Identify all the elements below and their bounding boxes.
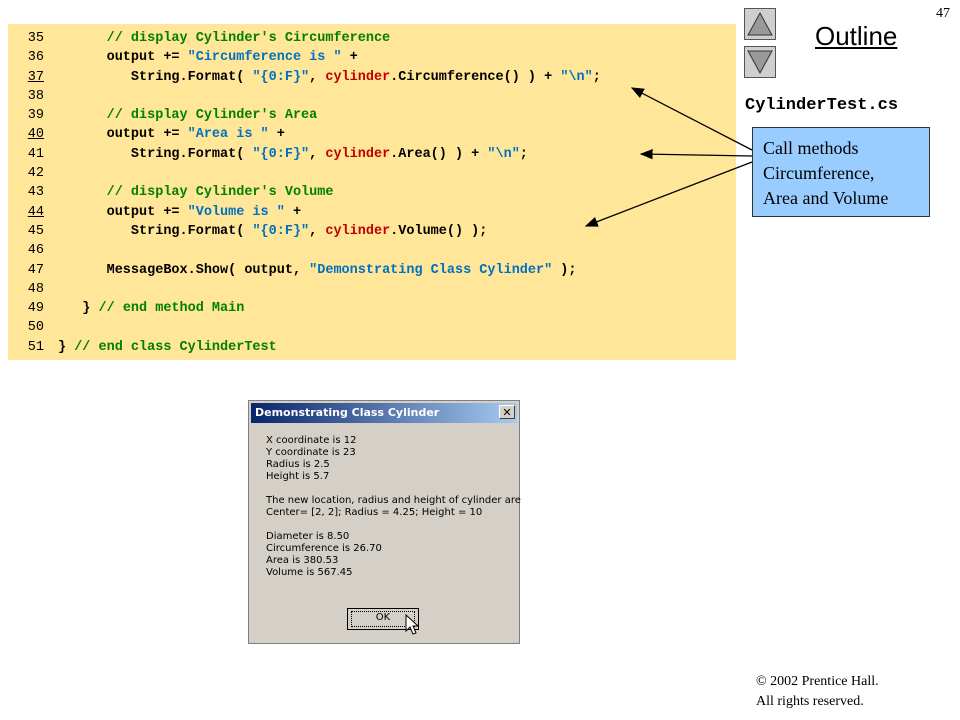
outline-link[interactable]: Outline [815,21,898,51]
code-text: String.Format( "{0:F}", cylinder.Area() … [58,146,528,162]
code-text: // display Cylinder's Area [58,108,318,124]
line-number: 50 [27,320,44,336]
line-number: 47 [27,262,44,278]
copyright: © 2002 Prentice Hall. All rights reserve… [756,672,879,712]
dialog-line: Radius is 2.5 [266,459,330,470]
dialog-line: Y coordinate is 23 [266,447,356,458]
line-number: 46 [27,243,44,259]
down-triangle-icon [747,50,773,75]
code-line: 49 } // end method Main [8,299,736,318]
previous-slide-button[interactable] [744,8,776,40]
next-slide-button[interactable] [744,46,776,78]
code-text: // display Cylinder's Circumference [58,31,391,46]
callout-line: Area and Volume [763,188,889,208]
code-line: 37 String.Format( "{0:F}", cylinder.Circ… [8,68,736,87]
line-number: 51 [27,339,44,355]
code-line: 40 output += "Area is " + [8,125,736,144]
dialog-line [266,519,519,531]
close-icon[interactable]: ✕ [499,405,515,419]
line-number: 38 [27,88,44,104]
line-number: 37 [27,69,44,85]
line-number: 35 [27,31,44,46]
code-text: MessageBox.Show( output, "Demonstrating … [58,262,577,278]
code-line: 39 // display Cylinder's Area [8,106,736,125]
code-line: 44 output += "Volume is " + [8,203,736,222]
callout-line: Circumference, [763,163,875,183]
callout-line: Call methods [763,138,859,158]
dialog-line: Height is 5.7 [266,471,330,482]
callout-box: Call methods Circumference, Area and Vol… [752,127,930,217]
line-number: 42 [27,166,44,182]
code-text: output += "Area is " + [58,127,285,143]
code-text [44,320,58,335]
code-line: 46 [8,241,736,260]
dialog-line: Center= [2, 2]; Radius = 4.25; Height = … [266,507,483,518]
code-text [44,166,58,181]
code-line: 45 String.Format( "{0:F}", cylinder.Volu… [8,222,736,241]
code-line: 48 [8,280,736,299]
code-line: 43 // display Cylinder's Volume [8,183,736,202]
code-line: 50 [8,318,736,337]
code-line: 35 // display Cylinder's Circumference [8,29,736,48]
dialog-line: Area is 380.53 [266,555,339,566]
dialog-line: X coordinate is 12 [266,435,357,446]
up-triangle-icon [747,11,773,36]
line-number: 44 [27,204,44,220]
code-text: String.Format( "{0:F}", cylinder.Circumf… [58,69,601,85]
message-box-dialog: Demonstrating Class Cylinder ✕ X coordin… [248,400,521,644]
line-number: 41 [27,146,44,162]
code-text: output += "Circumference is " + [58,50,358,66]
code-line: 42 [8,164,736,183]
code-text: String.Format( "{0:F}", cylinder.Volume(… [58,223,488,239]
dialog-title: Demonstrating Class Cylinder [255,406,440,419]
dialog-line: Circumference is 26.70 [266,543,382,554]
line-number: 49 [27,301,44,317]
code-text: } // end method Main [58,301,245,317]
mouse-cursor-icon [405,614,419,635]
line-number: 40 [27,127,44,143]
slide-number: 47 [936,6,950,21]
dialog-line [266,483,519,495]
ok-button[interactable]: OK [347,608,419,630]
ok-button-label: OK [375,612,391,623]
dialog-line: The new location, radius and height of c… [266,495,521,506]
filename-label: CylinderTest.cs [745,96,899,115]
line-number: 36 [27,50,44,66]
copyright-line: All rights reserved. [756,694,864,709]
copyright-line: © 2002 Prentice Hall. [756,674,879,689]
code-line: 47 MessageBox.Show( output, "Demonstrati… [8,261,736,280]
code-line: 38 [8,87,736,106]
code-text: // display Cylinder's Volume [58,185,334,201]
line-number: 48 [27,281,44,297]
code-line: 36 output += "Circumference is " + [8,48,736,67]
code-text: } // end class CylinderTest [58,339,277,355]
code-text [44,243,58,258]
dialog-line: Diameter is 8.50 [266,531,350,542]
line-number: 45 [27,223,44,239]
code-line: 41 String.Format( "{0:F}", cylinder.Area… [8,145,736,164]
dialog-title-bar: Demonstrating Class Cylinder ✕ [251,403,517,423]
ok-button-focus-rect [351,611,415,627]
line-number: 43 [27,185,44,201]
line-number: 39 [27,108,44,124]
dialog-line: Volume is 567.45 [266,567,353,578]
code-text: output += "Volume is " + [58,204,302,220]
code-line: 51 } // end class CylinderTest [8,338,736,357]
code-text [44,89,58,104]
code-text [44,282,58,297]
